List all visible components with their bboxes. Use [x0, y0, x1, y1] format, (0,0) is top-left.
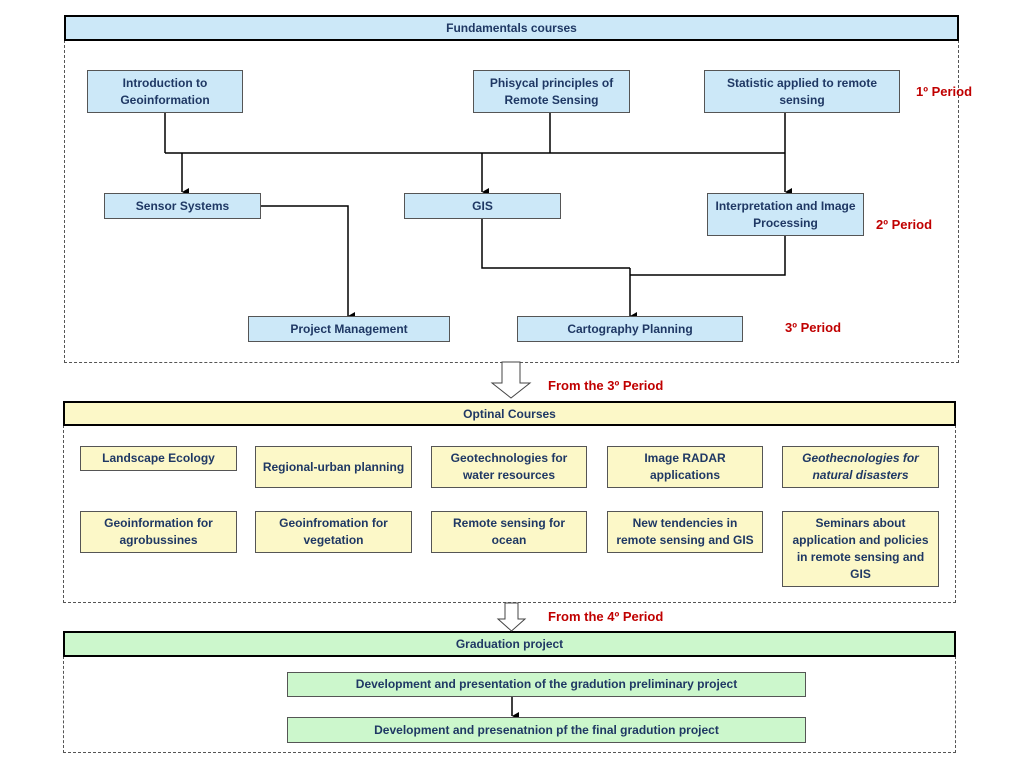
connector-interpretation-down: [630, 236, 786, 276]
optional-water-resources: Geotechnologies for water resources: [431, 446, 587, 488]
fundamentals-header: Fundamentals courses: [64, 15, 959, 41]
graduation-header: Graduation project: [63, 631, 956, 657]
optional-landscape-ecology: Landscape Ecology: [80, 446, 237, 471]
optional-header: Optinal Courses: [63, 401, 956, 426]
course-project-management: Project Management: [248, 316, 450, 342]
optional-radar-applications: Image RADAR applications: [607, 446, 763, 488]
course-intro-geoinformation: Introduction to Geoinformation: [87, 70, 243, 113]
block-arrow-from-3-period: [490, 361, 532, 399]
optional-seminars: Seminars about application and policies …: [782, 511, 939, 587]
optional-new-tendencies: New tendencies in remote sensing and GIS: [607, 511, 763, 553]
optional-vegetation: Geoinfromation for vegetation: [255, 511, 412, 553]
course-sensor-systems: Sensor Systems: [104, 193, 261, 219]
optional-regional-urban-planning: Regional-urban planning: [255, 446, 412, 488]
optional-remote-sensing-ocean: Remote sensing for ocean: [431, 511, 587, 553]
connector-gis-down: [481, 218, 630, 269]
course-gis: GIS: [404, 193, 561, 219]
optional-natural-disasters: Geothecnologies for natural disasters: [782, 446, 939, 488]
graduation-preliminary-project: Development and presentation of the grad…: [287, 672, 806, 697]
course-interpretation-image-processing: Interpretation and Image Processing: [707, 193, 864, 236]
graduation-final-project: Development and presenatnion pf the fina…: [287, 717, 806, 743]
period-2-label: 2º Period: [876, 217, 933, 232]
course-cartography-planning: Cartography Planning: [517, 316, 743, 342]
block-arrow-from-4-period: [496, 602, 527, 632]
course-statistic-remote-sensing: Statistic applied to remote sensing: [704, 70, 900, 113]
period-3-label: 3º Period: [785, 320, 842, 335]
arrow-to-project-management: [260, 205, 355, 320]
course-physical-principles: Phisycal principles of Remote Sensing: [473, 70, 630, 113]
optional-agrobusiness: Geoinformation for agrobussines: [80, 511, 237, 553]
period-1-label: 1º Period: [916, 84, 973, 99]
from-4-period-label: From the 4º Period: [548, 609, 664, 624]
from-3-period-label: From the 3º Period: [548, 378, 664, 393]
